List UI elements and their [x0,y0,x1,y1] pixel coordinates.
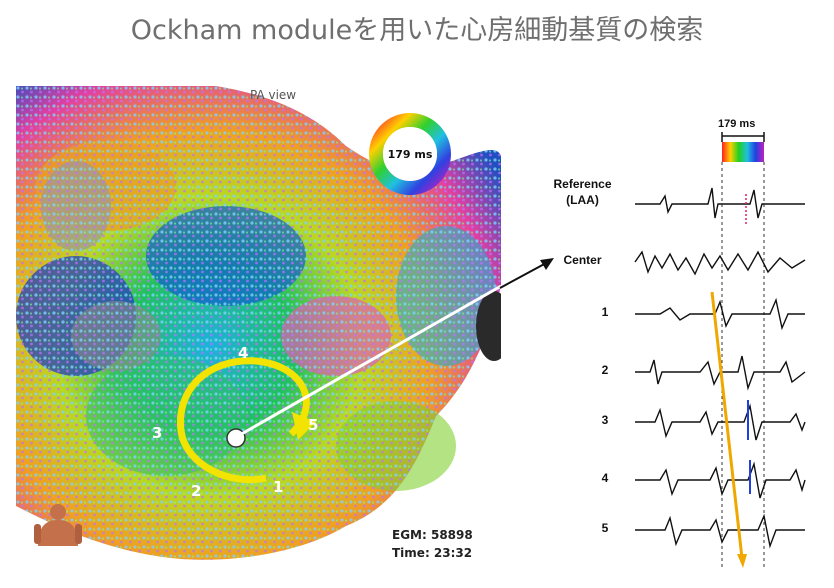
lead-label-2: 2 [601,363,609,377]
ring-label: 179 ms [388,148,433,161]
rotation-number-3: 3 [152,424,162,442]
slide-title: Ockham moduleを用いた心房細動基質の検索 [130,15,704,46]
lead-label-4: 4 [601,471,609,485]
cycle-spectrum-bar [722,142,764,162]
rotation-number-5: 5 [308,416,318,434]
activation-map: 179 ms 4 3 2 1 5 [16,86,501,580]
egm-time: Time: 23:32 [392,546,473,560]
atrium-map-graphic: 179 ms 4 3 2 1 5 [16,86,501,560]
view-label: PA view [250,88,297,102]
torso-orientation-icon [34,504,82,546]
egm-count: EGM: 58898 [392,528,473,542]
cycle-length-ring [369,113,451,195]
rotation-arrow [176,357,310,484]
lead-label-5: 5 [601,521,609,535]
connector-line [237,284,501,438]
cycle-length-label: 179 ms [718,118,756,130]
egm-traces [634,132,806,570]
lead-label-3: 3 [601,413,609,427]
propagation-arrow [710,291,744,559]
lead-label-center: Center [563,253,602,267]
lead-label-reference: Reference (LAA) [553,177,612,207]
egm-info: EGM: 58898 Time: 23:32 [392,526,473,562]
rotation-arrowhead [292,412,316,440]
lead-label-1: 1 [601,305,609,319]
rotation-number-2: 2 [191,482,201,500]
rotation-number-1: 1 [273,478,283,496]
rotation-number-4: 4 [238,344,248,362]
